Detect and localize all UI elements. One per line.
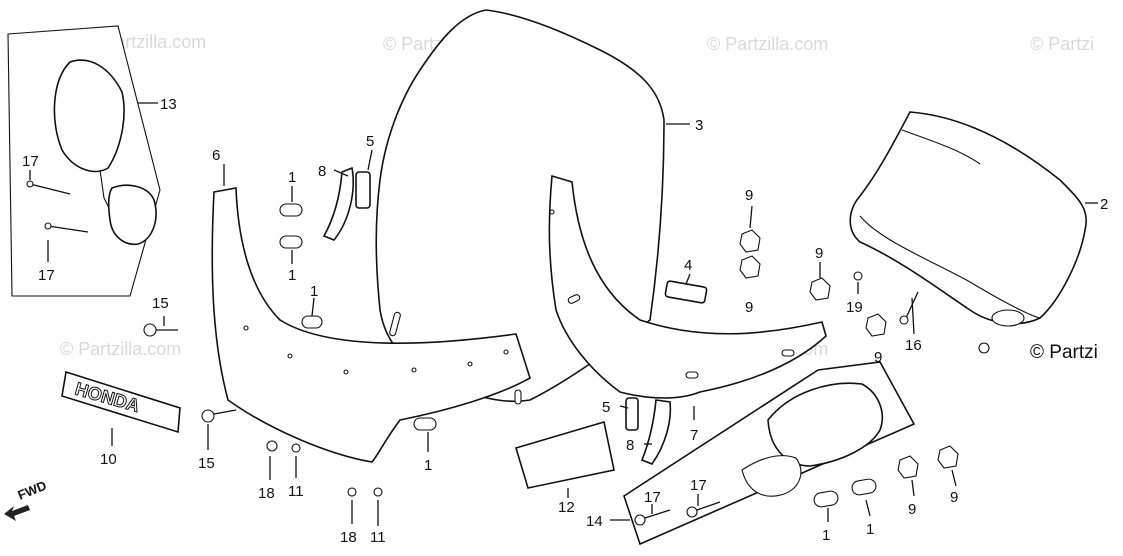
bracket-upper xyxy=(322,166,371,241)
callout-9: 9 xyxy=(745,187,753,204)
callout-8: 8 xyxy=(626,437,634,454)
callout-9: 9 xyxy=(950,489,958,506)
callout-18: 18 xyxy=(258,485,275,502)
callout-17: 17 xyxy=(22,153,39,170)
callout-1: 1 xyxy=(866,521,874,538)
callout-1: 1 xyxy=(288,169,296,186)
bracket-lower xyxy=(625,397,672,465)
callout-16: 16 xyxy=(905,337,922,354)
callout-17: 17 xyxy=(690,477,707,494)
nuts xyxy=(739,229,959,479)
callout-11: 11 xyxy=(288,483,304,500)
forward-direction-arrow: FWD xyxy=(4,478,49,521)
lower-mirror-panel xyxy=(623,361,916,546)
callout-1: 1 xyxy=(424,457,432,474)
callout-5: 5 xyxy=(366,133,374,150)
callout-12: 12 xyxy=(558,499,575,516)
watermark: © Partzilla.com xyxy=(707,34,828,54)
callout-15: 15 xyxy=(152,295,169,312)
left-mirror-assembly xyxy=(7,25,161,297)
callout-19: 19 xyxy=(846,299,863,316)
callout-1: 1 xyxy=(822,527,830,544)
fwd-label: FWD xyxy=(16,478,49,503)
callout-1: 1 xyxy=(288,267,296,284)
screws xyxy=(143,271,990,526)
callout-1: 1 xyxy=(310,283,318,300)
callout-10: 10 xyxy=(100,451,117,468)
callout-13: 13 xyxy=(160,96,177,113)
callout-labels: 13 3 2 6 5 8 1 1 1 4 9 9 9 19 16 9 5 8 7… xyxy=(22,96,1108,546)
callout-11: 11 xyxy=(370,529,386,546)
callout-7: 7 xyxy=(690,427,698,444)
callout-9: 9 xyxy=(745,299,753,316)
right-fairing-panel xyxy=(548,174,827,399)
left-fairing-panel xyxy=(211,187,531,463)
callout-9: 9 xyxy=(874,349,882,366)
callout-4: 4 xyxy=(684,257,692,274)
meter-panel-plate xyxy=(515,420,615,489)
callout-9: 9 xyxy=(908,501,916,518)
callout-17: 17 xyxy=(38,267,55,284)
honda-emblem: HONDA xyxy=(61,370,181,434)
callout-3: 3 xyxy=(695,117,703,134)
leader-lines xyxy=(29,102,1098,526)
watermark-overlay: © Partzi xyxy=(1030,342,1098,363)
meter-visor xyxy=(849,111,1087,327)
callout-17: 17 xyxy=(644,489,661,506)
cushion-pad xyxy=(664,280,708,304)
callout-8: 8 xyxy=(318,163,326,180)
watermark: © Partzi xyxy=(1030,34,1094,54)
callout-2: 2 xyxy=(1100,196,1108,213)
callout-18: 18 xyxy=(340,529,357,546)
callout-15: 15 xyxy=(198,455,215,472)
grommets xyxy=(279,203,877,508)
watermark: © Partzilla.com xyxy=(60,339,181,359)
callout-9: 9 xyxy=(815,245,823,262)
callout-5: 5 xyxy=(602,399,610,416)
callout-6: 6 xyxy=(212,147,220,164)
callout-14: 14 xyxy=(586,513,603,530)
